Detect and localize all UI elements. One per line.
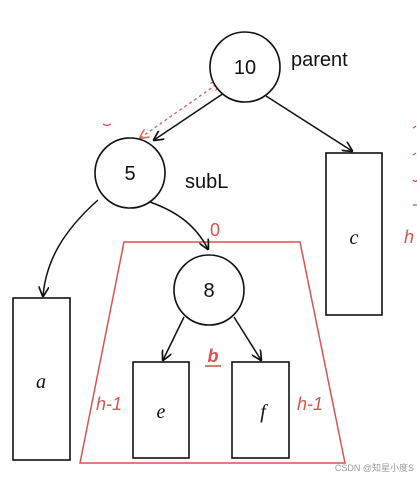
subtree-e-label: e xyxy=(157,401,166,423)
edge-parent-to-subl xyxy=(154,92,225,140)
subtree-c-label: c xyxy=(350,227,359,249)
subtree-f-box xyxy=(231,361,290,459)
height-edge-label: h xyxy=(404,227,414,247)
height-right-label: h-1 xyxy=(297,394,323,414)
label-subl: subL xyxy=(185,171,228,193)
rotation-dotted-arrow xyxy=(140,82,220,138)
subtree-b-trapezoid xyxy=(79,241,346,464)
cut-off-edge-marks xyxy=(412,125,417,206)
subtree-e-box xyxy=(132,361,190,459)
height-left-label: h-1 xyxy=(96,394,122,414)
subtree-a-box xyxy=(12,297,71,461)
node-parent-value: 10 xyxy=(234,57,256,79)
subtree-a-label: a xyxy=(36,371,46,393)
red-tick-mark xyxy=(102,123,112,127)
watermark: CSDN @知星小度S xyxy=(335,462,414,473)
subtree-f-label: f xyxy=(260,401,268,423)
node-subl-value: 5 xyxy=(124,163,135,185)
edge-subl-to-a xyxy=(43,199,99,296)
balance-top-label: 0 xyxy=(210,220,220,240)
node-parent xyxy=(209,31,281,103)
node-child-value: 8 xyxy=(203,280,214,302)
edge-8-to-f xyxy=(233,316,261,360)
node-child xyxy=(173,254,245,326)
subtree-c-box xyxy=(325,152,383,316)
node-subl xyxy=(94,137,166,209)
b-label: b xyxy=(208,346,219,366)
edge-8-to-e xyxy=(163,316,185,360)
edge-parent-to-c xyxy=(265,95,352,151)
label-parent: parent xyxy=(291,49,348,71)
edge-subl-to-8 xyxy=(149,201,208,249)
